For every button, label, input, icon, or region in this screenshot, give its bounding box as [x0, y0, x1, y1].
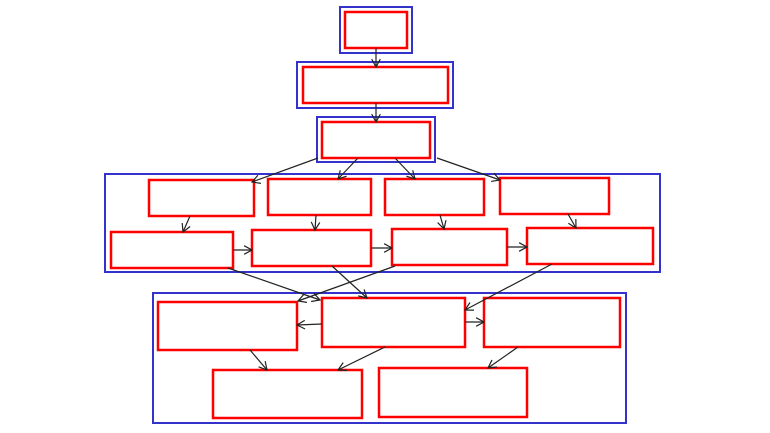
- edge-line: [394, 157, 416, 180]
- diagram-node[interactable]: [377, 366, 529, 419]
- diagram-node[interactable]: [147, 178, 256, 218]
- edge-line: [227, 267, 321, 301]
- edge-line: [337, 157, 359, 180]
- arrowhead-icon: [358, 289, 368, 299]
- edge-line: [297, 265, 396, 302]
- arrowhead-icon: [463, 302, 475, 311]
- arrowhead-icon: [406, 170, 416, 180]
- edge-line: [314, 214, 317, 231]
- diagram-node[interactable]: [343, 10, 409, 50]
- diagram-node[interactable]: [498, 176, 611, 216]
- edge-line: [436, 157, 501, 181]
- group-container: [296, 61, 454, 109]
- edge-line: [337, 346, 386, 371]
- arrowhead-icon: [258, 361, 268, 371]
- arrowhead-icon: [371, 113, 381, 124]
- edge-line: [439, 214, 445, 230]
- arrowhead-icon: [295, 319, 306, 330]
- arrowhead-icon: [491, 172, 502, 183]
- diagram-node[interactable]: [109, 230, 235, 270]
- diagram-node[interactable]: [383, 177, 486, 217]
- edge-line: [296, 323, 323, 326]
- edge-line: [567, 213, 577, 229]
- arrowhead-icon: [311, 292, 322, 303]
- diagram-node[interactable]: [301, 65, 450, 105]
- group-container: [152, 292, 627, 424]
- edge-line: [182, 215, 191, 233]
- arrowhead-icon: [250, 174, 261, 184]
- diagram-node[interactable]: [320, 296, 467, 349]
- arrowhead-icon: [181, 222, 191, 234]
- arrowhead-icon: [437, 220, 447, 231]
- diagram-node[interactable]: [482, 296, 622, 349]
- diagram-node[interactable]: [390, 227, 509, 267]
- edge-line: [464, 263, 553, 311]
- diagram-node[interactable]: [320, 120, 432, 160]
- diagram-node[interactable]: [156, 300, 299, 352]
- arrowhead-icon: [568, 218, 577, 230]
- arrowhead-icon: [296, 293, 307, 303]
- arrowhead-icon: [475, 317, 486, 327]
- arrowhead-icon: [383, 243, 394, 253]
- edge-line: [251, 157, 319, 183]
- diagram-node[interactable]: [266, 177, 373, 217]
- group-container: [104, 173, 661, 273]
- arrowhead-icon: [371, 58, 381, 69]
- arrowhead-icon: [243, 245, 254, 255]
- diagram-node[interactable]: [211, 368, 364, 420]
- diagram-node[interactable]: [250, 228, 373, 268]
- arrowhead-icon: [310, 221, 321, 232]
- arrowhead-icon: [336, 362, 348, 372]
- edge-line: [249, 349, 268, 371]
- diagram-node[interactable]: [525, 226, 655, 266]
- edge-line: [487, 346, 519, 369]
- arrowhead-icon: [337, 170, 347, 180]
- arrowhead-icon: [518, 242, 529, 252]
- arrowhead-icon: [486, 359, 498, 369]
